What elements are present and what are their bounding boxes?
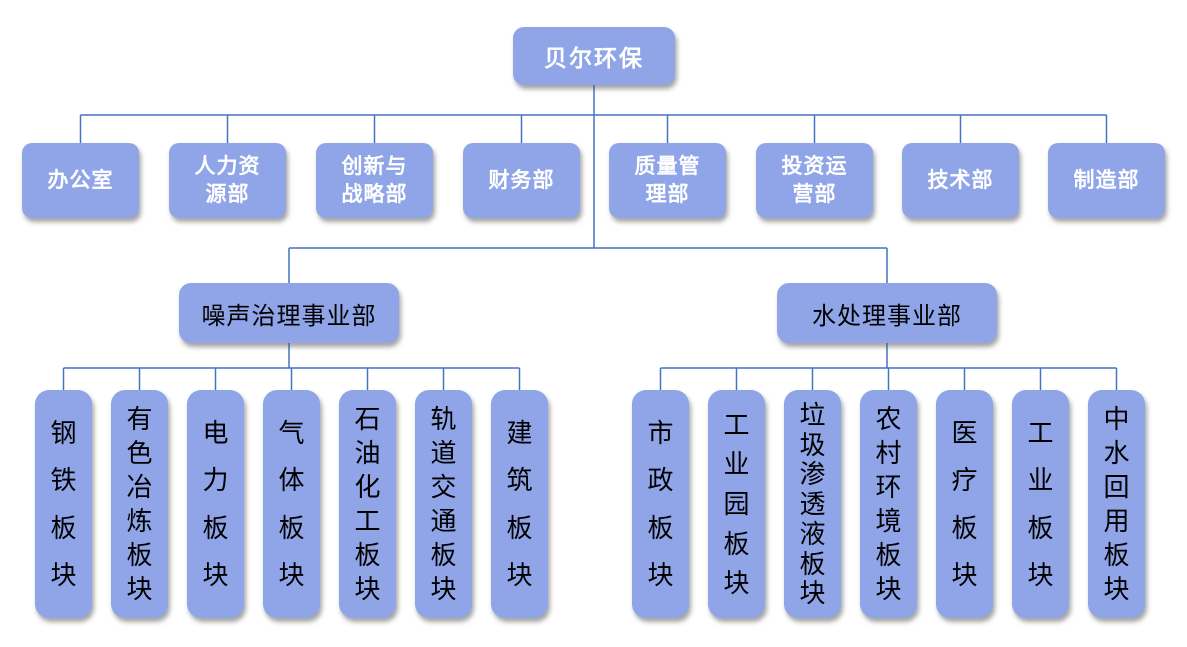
segment-landfill-leachate: 垃圾渗透液板块 [784,390,841,618]
segment-municipal: 市政板块 [632,390,689,618]
segment-petrochemical: 石油化工板块 [339,390,396,618]
dept-general-office: 办公室 [22,143,139,218]
division-noise-control: 噪声治理事业部 [179,283,399,343]
segment-water-reuse: 中水回用板块 [1088,390,1145,618]
dept-investment-operations: 投资运 营部 [756,143,873,218]
dept-innovation-strategy: 创新与 战略部 [316,143,433,218]
root-node-company: 贝尔环保 [513,27,675,85]
segment-industrial: 工业板块 [1012,390,1069,618]
segment-nonferrous-smelting: 有色冶炼板块 [111,390,168,618]
segment-gas: 气体板块 [263,390,320,618]
dept-quality-management: 质量管 理部 [609,143,726,218]
division-water-treatment: 水处理事业部 [777,283,997,343]
segment-rail-transit: 轨道交通板块 [415,390,472,618]
segment-construction: 建筑板块 [491,390,548,618]
segment-electric-power: 电力板块 [187,390,244,618]
segment-steel: 钢铁板块 [35,390,92,618]
dept-technology: 技术部 [902,143,1019,218]
segment-industrial-park: 工业园板块 [708,390,765,618]
segment-medical: 医疗板块 [936,390,993,618]
dept-manufacturing: 制造部 [1048,143,1165,218]
dept-human-resources: 人力资 源部 [169,143,286,218]
segment-rural-environment: 农村环境板块 [860,390,917,618]
dept-finance: 财务部 [463,143,580,218]
